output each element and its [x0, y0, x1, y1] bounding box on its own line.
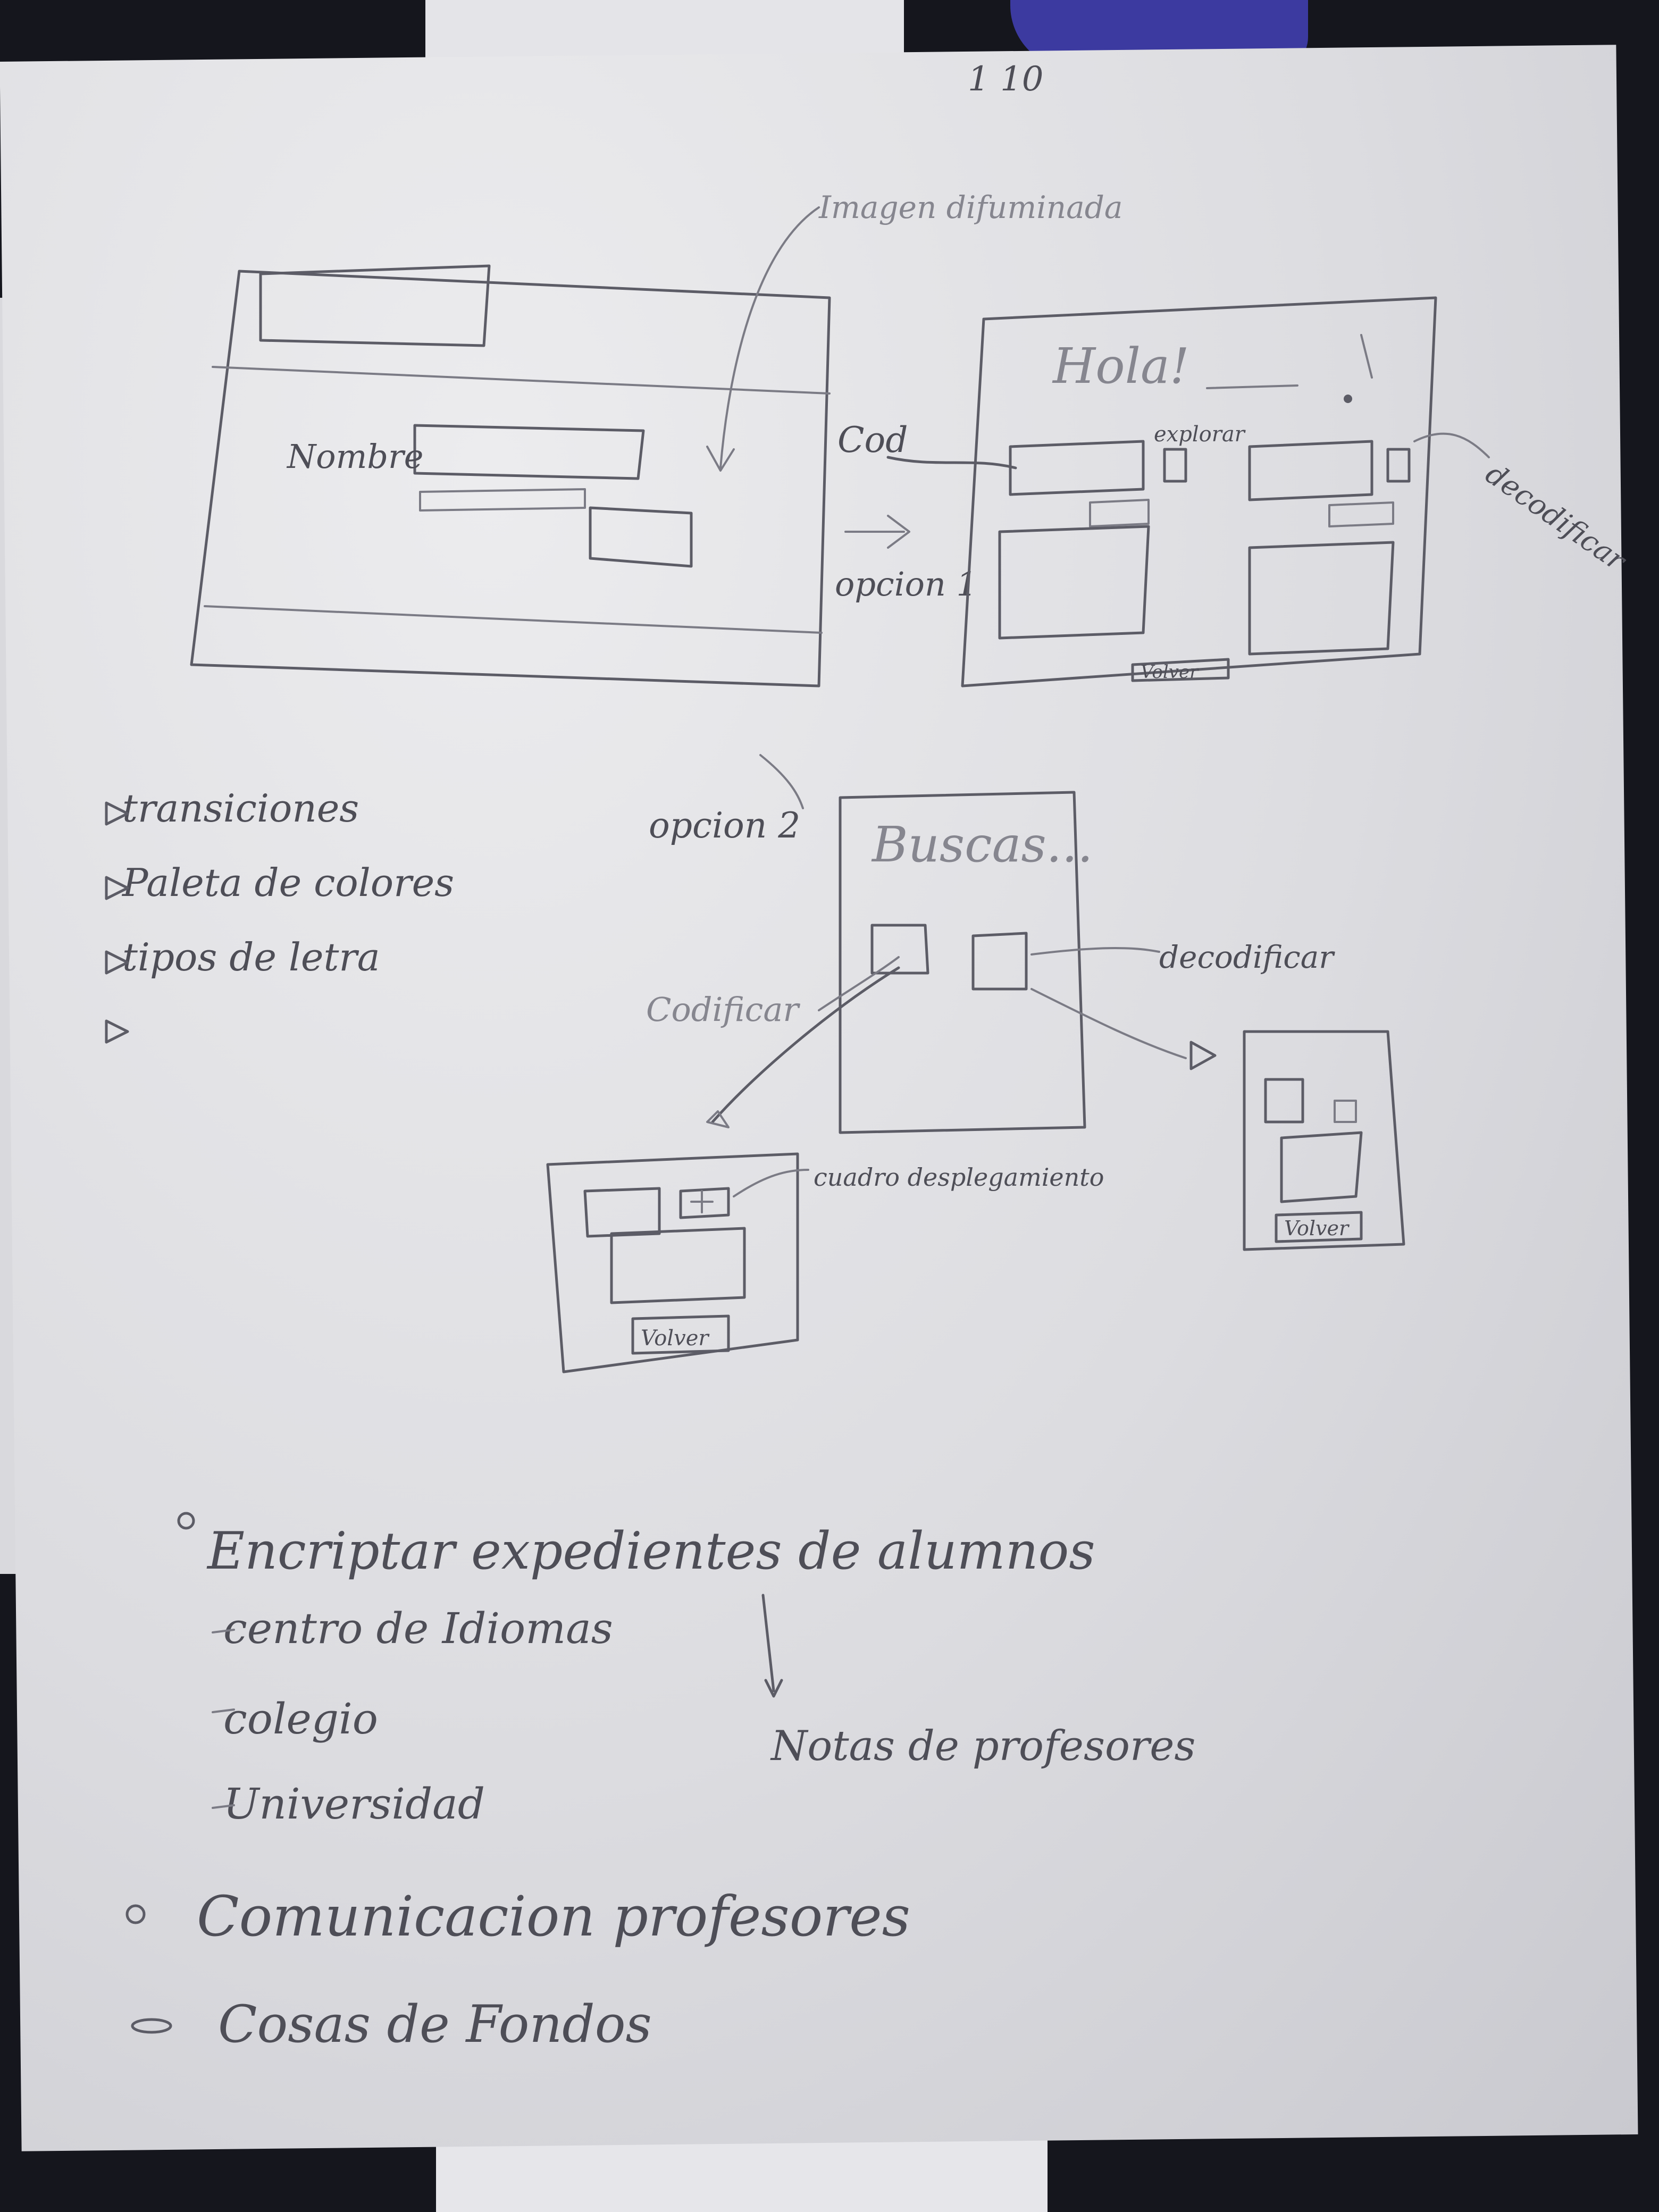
screen-login-wireframe: Nombre Imagen difuminada: [190, 189, 1122, 688]
volver-label-left: Volver: [641, 1326, 710, 1351]
codificar-pointer: [818, 956, 900, 1011]
decodificar-action-box[interactable]: [1328, 501, 1394, 527]
comunicacion-profesores-text: Comunicacion profesores: [197, 1884, 910, 1949]
opcion2-label: opcion 2: [649, 805, 800, 846]
volver-label-right: Volver: [1284, 1217, 1350, 1240]
cod-label: Cod: [837, 420, 908, 460]
login-submit-box[interactable]: [589, 506, 693, 568]
decodificar-option-box[interactable]: [971, 932, 1028, 991]
decodificar-label-opcion2: decodificar: [1159, 939, 1335, 975]
volver-button-left[interactable]: [631, 1314, 730, 1355]
decodificar-screen-frame: [1243, 1030, 1405, 1251]
buscas-title: Buscas...: [871, 816, 1093, 873]
screen-login-footer-line: [204, 605, 823, 634]
main-idea-text: Encriptar expedientes de alumnos: [206, 1521, 1095, 1581]
exclamation-dot: [1344, 395, 1352, 403]
decodificar-label-opcion1: decodificar: [1480, 457, 1633, 579]
bullet-comunicacion: [125, 1904, 146, 1924]
opcion1-screen-frame: [961, 296, 1437, 688]
exclamation-stroke: [1360, 334, 1373, 379]
feature-transiciones: transiciones: [122, 786, 359, 831]
features-list: transiciones Paleta de colores tipos de …: [105, 786, 454, 1044]
codificar-screen-frame: [546, 1152, 799, 1373]
main-idea-bullet: [177, 1512, 195, 1530]
codificar-action-box[interactable]: [1089, 499, 1150, 527]
opcion2-arrow: [759, 754, 804, 809]
hola-title: Hola!: [1052, 338, 1189, 395]
codificar-input-box[interactable]: [1009, 440, 1145, 496]
nombre-label: Nombre: [286, 437, 423, 476]
codificar-result-box: [998, 525, 1150, 640]
dropdown-pointer: [733, 1169, 809, 1197]
opcion1-label: opcion 1: [835, 565, 977, 604]
decodificar-screen-input[interactable]: [1264, 1078, 1304, 1124]
notas-profesores-text: Notas de profesores: [770, 1722, 1195, 1770]
hola-underline: [1206, 384, 1298, 389]
bullet-fondos: [131, 2018, 172, 2034]
sub-item-colegio: colegio: [223, 1694, 378, 1744]
codificar-label: Codificar: [646, 990, 800, 1029]
imagen-arrow: [719, 206, 820, 469]
codificar-arrow: [711, 966, 900, 1124]
sub-item-idiomas: centro de Idiomas: [223, 1604, 613, 1653]
decodificar-input-box[interactable]: [1248, 440, 1373, 501]
feature-paleta-colores: Paleta de colores: [121, 860, 454, 905]
dropdown-box[interactable]: [679, 1187, 730, 1219]
volver-button-opcion1[interactable]: [1131, 658, 1230, 682]
cod-arrow: [886, 456, 1017, 470]
explorar-label: explorar: [1154, 422, 1246, 447]
dropdown-plus-icon: [690, 1190, 714, 1213]
decodificar-arrow-opcion1: [1413, 432, 1490, 458]
decodificar-screen-explorar[interactable]: [1334, 1100, 1357, 1123]
codificar-arrowhead: [706, 1110, 730, 1128]
explorar-button[interactable]: [1163, 448, 1187, 483]
opcion1-group: Cod opcion 1 Hola! explorar Volver decod…: [835, 296, 1633, 688]
feature-tipos-letra: tipos de letra: [122, 935, 380, 979]
volver-label-opcion1: Volver: [1141, 661, 1199, 683]
password-input-box: [419, 488, 586, 512]
decodificar-pointer: [1030, 947, 1160, 956]
cosas-de-fondos-text: Cosas de Fondos: [218, 1995, 652, 2054]
decodificar-arrow-opcion2: [1030, 988, 1187, 1059]
screen-login-header-line: [212, 366, 831, 395]
sub-item-universidad: Universidad: [223, 1779, 485, 1829]
codificar-option-box[interactable]: [870, 924, 929, 975]
opcion2-group: opcion 2 Buscas... Codificar decodificar…: [546, 754, 1405, 1373]
screen-login-frame: [190, 270, 831, 688]
screen-login-banner: [259, 264, 491, 347]
notes-group: Encriptar expedientes de alumnos centro …: [125, 1512, 1195, 2054]
decodificar-explorar-button[interactable]: [1386, 448, 1411, 483]
cuadro-desplegamiento-label: cuadro desplegamiento: [814, 1163, 1104, 1192]
decodificar-arrowhead: [1189, 1041, 1217, 1070]
feature-bullets: [105, 801, 129, 1044]
volver-button-right[interactable]: [1275, 1211, 1363, 1243]
sub-item-dashes: [212, 1629, 235, 1809]
opcion1-arrow: [844, 515, 910, 549]
notas-arrow: [761, 1594, 783, 1698]
nombre-input-box: [413, 424, 645, 480]
decodificar-screen-output: [1280, 1131, 1363, 1203]
corner-numbers: 1 10: [968, 60, 1044, 99]
opcion2-screen-frame: [839, 791, 1086, 1134]
codificar-screen-output: [610, 1227, 746, 1304]
imagen-difuminada-label: Imagen difuminada: [818, 189, 1122, 225]
codificar-screen-input[interactable]: [583, 1187, 661, 1238]
decodificar-result-box: [1248, 541, 1395, 656]
imagen-arrowhead: [706, 446, 735, 472]
